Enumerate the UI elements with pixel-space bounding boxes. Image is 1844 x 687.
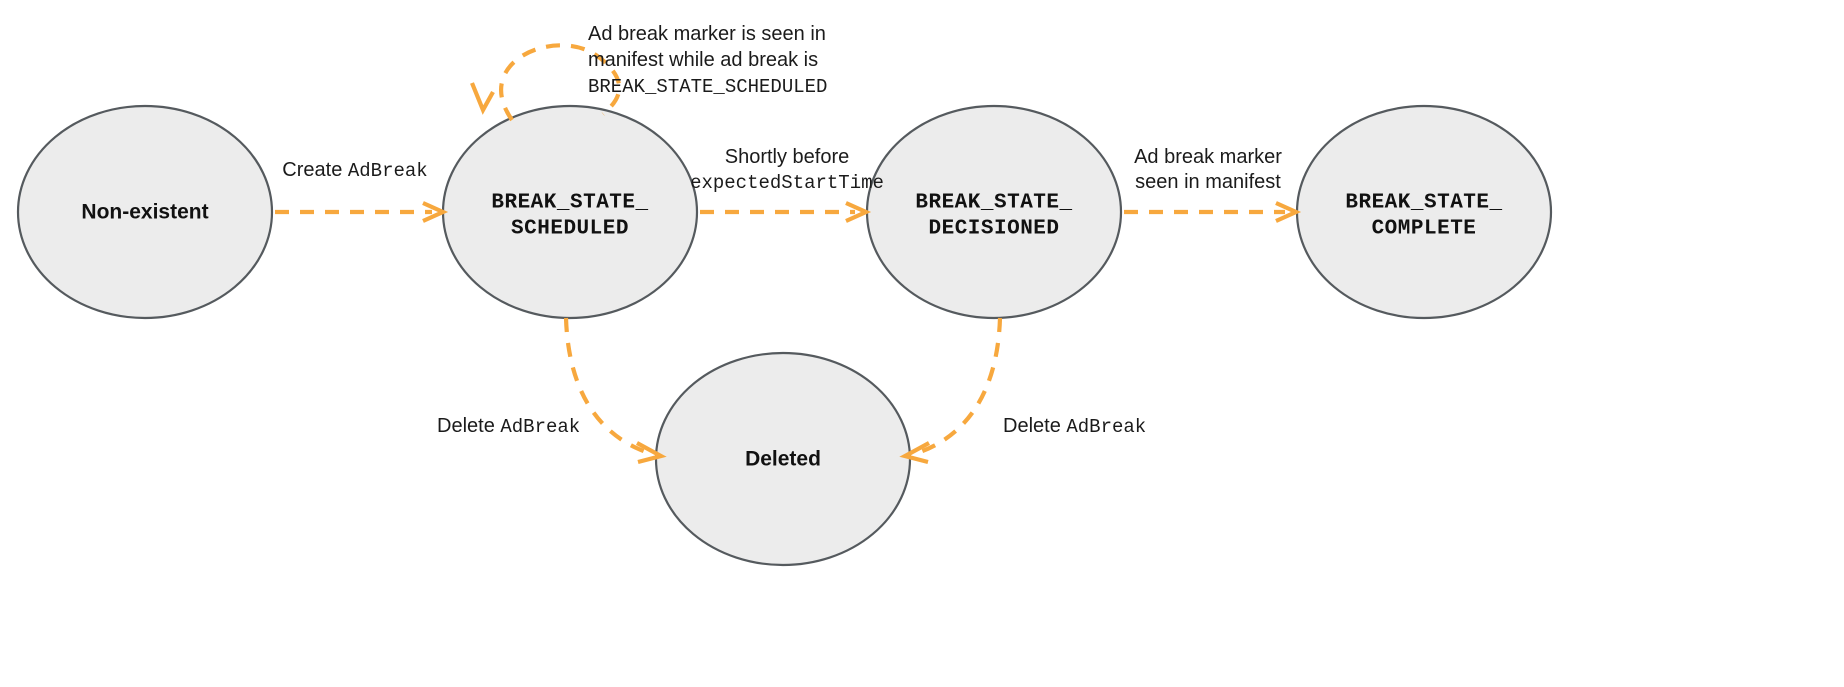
edge-label-self-loop-line1: Ad break marker is seen in [588,23,826,45]
edge-arrowhead-delete-right [899,441,931,465]
node-shape-non-existent [16,104,274,320]
node-label-deleted: Deleted [745,448,821,471]
edge-label-self-loop-line3: BREAK_STATE_SCHEDULED [588,76,827,98]
node-break-state-complete[interactable]: BREAK_STATE_ COMPLETE [1295,104,1553,320]
node-label-break-state-scheduled-line1: BREAK_STATE_ [491,192,648,215]
edge-delete-adbreak-from-scheduled: Delete AdBreak [437,317,667,465]
edge-arrowhead-marker-seen [1275,201,1302,223]
edge-delete-adbreak-from-decisioned: Delete AdBreak [899,317,1146,465]
edge-label-delete-right-sans: Delete [1003,415,1066,437]
edge-label-delete-left: Delete AdBreak [437,415,580,438]
edge-arrowhead-self-loop [470,82,495,115]
edge-label-shortly-before-line1: Shortly before [725,146,850,168]
edge-shortly-before-expected-start-time: Shortly before expectedStartTime [690,146,884,223]
edge-label-marker-seen-line1: Ad break marker [1134,146,1282,168]
node-break-state-scheduled[interactable]: BREAK_STATE_ SCHEDULED [441,104,699,320]
edge-marker-seen-while-scheduled: Ad break marker is seen in manifest whil… [470,23,827,122]
node-label-break-state-scheduled-line2: SCHEDULED [511,218,629,241]
node-label-break-state-complete-line2: COMPLETE [1372,218,1477,241]
edge-label-self-loop-line2: manifest while ad break is [588,49,818,71]
edge-label-delete-right: Delete AdBreak [1003,415,1146,438]
node-label-break-state-decisioned-line2: DECISIONED [928,218,1059,241]
node-deleted[interactable]: Deleted [654,351,912,567]
node-break-state-decisioned[interactable]: BREAK_STATE_ DECISIONED [865,104,1123,320]
node-label-break-state-decisioned-line1: BREAK_STATE_ [915,192,1072,215]
edge-path-self-loop [499,43,622,122]
edge-path-delete-right [919,317,1003,454]
edge-label-create-adbreak-mono: AdBreak [348,160,428,182]
node-non-existent[interactable]: Non-existent [16,104,274,320]
node-label-break-state-complete-line1: BREAK_STATE_ [1345,192,1502,215]
edge-label-create-adbreak: Create AdBreak [282,159,427,182]
edge-arrowhead-delete-left [635,441,667,465]
edge-marker-seen-in-manifest: Ad break marker seen in manifest [1124,146,1302,223]
edge-label-delete-left-mono: AdBreak [500,416,580,438]
edge-label-create-adbreak-sans: Create [282,159,348,181]
edge-label-shortly-before-line2: expectedStartTime [690,172,884,194]
edge-label-marker-seen-line2: seen in manifest [1135,171,1281,193]
edge-label-delete-right-mono: AdBreak [1066,416,1146,438]
edge-arrowhead-create-adbreak [422,201,449,223]
edge-create-adbreak: Create AdBreak [275,159,449,223]
edge-arrowhead-shortly-before [845,201,872,223]
edge-path-delete-left [563,317,647,454]
node-label-non-existent: Non-existent [81,201,208,224]
edge-label-delete-left-sans: Delete [437,415,500,437]
